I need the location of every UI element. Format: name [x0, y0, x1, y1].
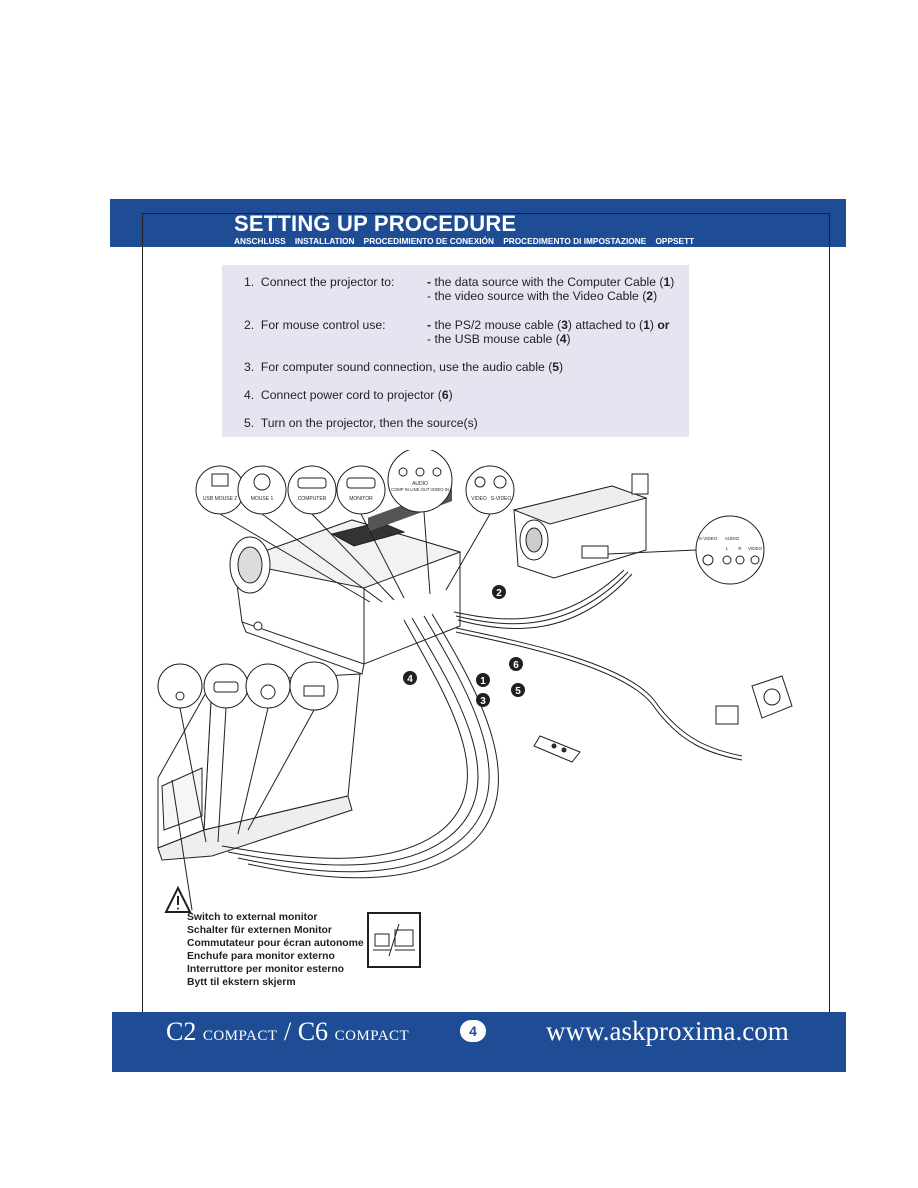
- mouse-label: MOUSE 1: [251, 496, 274, 502]
- usb-mouse-port-callout: USB MOUSE 2: [195, 465, 245, 515]
- step-1-option-b: - the video source with the Video Cable …: [427, 289, 658, 303]
- warning-line-it: Interruttore per monitor esterno: [187, 964, 345, 975]
- page-number-badge: [460, 1020, 486, 1042]
- external-monitor-switch-icon: [367, 912, 421, 968]
- callout-badges: 1 2 3 4 5 6: [403, 585, 525, 707]
- warning-line-en: Switch to external monitor: [187, 912, 318, 923]
- callout-2: 2: [496, 588, 502, 599]
- mouse-port-callout: MOUSE 1: [237, 465, 287, 515]
- warning-line-fr: Commutateur pour écran autonome: [187, 938, 364, 949]
- svideo-label: S-VIDEO: [491, 496, 512, 502]
- laptop-monitor-callout: [203, 663, 249, 843]
- laptop-usb-callout: [247, 661, 339, 831]
- camera-video-label: VIDEO: [748, 546, 763, 551]
- camera-svideo-label: S-VIDEO: [699, 536, 718, 541]
- wall-outlet-illustration: [715, 675, 793, 725]
- page-title: SETTING UP PROCEDURE: [234, 211, 517, 236]
- remote-control-illustration: [533, 735, 581, 763]
- step-1-option-a: - the data source with the Computer Cabl…: [427, 275, 675, 289]
- camcorder-port-callout: S-VIDEO AUDIO L R VIDEO: [607, 515, 765, 585]
- laptop-audio-callout: [157, 663, 207, 843]
- callout-6: 6: [513, 660, 519, 671]
- instruction-box: 1. Connect the projector to: - the data …: [222, 265, 689, 437]
- video-port-callout: VIDEO S-VIDEO: [465, 465, 515, 515]
- port-leader-lines: [219, 511, 491, 603]
- model-name: C2 COMPACT / C6 COMPACT: [166, 1017, 410, 1046]
- header-band: [110, 199, 846, 247]
- page-number: 4: [469, 1023, 477, 1039]
- laptop-illustration: [157, 673, 361, 861]
- usb-mouse-label: USB MOUSE 2: [203, 496, 237, 502]
- camera-l-label: L: [726, 546, 729, 551]
- language-subtitle: ANSCHLUSS INSTALLATION PROCEDIMIENTO DE …: [234, 236, 695, 246]
- camcorder-illustration: [512, 473, 649, 579]
- camera-audio-label: AUDIO: [725, 536, 740, 541]
- projector-illustration: [229, 487, 462, 675]
- callout-4: 4: [407, 674, 413, 685]
- warning-line-no: Bytt til ekstern skjerm: [187, 977, 296, 988]
- step-4: 4. Connect power cord to projector (6): [244, 388, 453, 402]
- audio-port-callout: AUDIO COMP IN LINE OUT VIDEO IN: [387, 450, 453, 513]
- computer-port-callout: COMPUTER: [287, 465, 337, 515]
- warning-icon: [164, 779, 193, 913]
- section-letter: B: [69, 210, 95, 251]
- video-label: VIDEO: [471, 496, 487, 502]
- step-2-option-b: - the USB mouse cable (4): [427, 332, 571, 346]
- step-2-label: 2. For mouse control use:: [244, 318, 386, 332]
- warning-line-de: Schalter für externen Monitor: [187, 925, 332, 936]
- video-cable: [453, 569, 633, 630]
- website-url: www.askproxima.com: [546, 1016, 789, 1046]
- computer-label: COMPUTER: [298, 496, 327, 502]
- callout-1: 1: [480, 676, 486, 687]
- camera-r-label: R: [738, 546, 742, 551]
- callout-5: 5: [515, 686, 521, 697]
- step-3: 3. For computer sound connection, use th…: [244, 360, 564, 374]
- audio-label: AUDIO: [412, 481, 428, 487]
- monitor-label: MONITOR: [349, 496, 373, 502]
- step-1-label: 1. Connect the projector to:: [244, 275, 395, 289]
- callout-3: 3: [480, 696, 486, 707]
- audio-sub-label: COMP IN LINE OUT VIDEO IN: [391, 487, 449, 492]
- step-5: 5. Turn on the projector, then the sourc…: [244, 416, 478, 430]
- laptop-ps2-callout: [237, 663, 291, 835]
- connection-diagram: USB MOUSE 2 MOUSE 1 COMPUTER MONITOR AUD…: [157, 450, 793, 920]
- laptop-cables: [221, 613, 500, 879]
- power-cord: [455, 627, 743, 761]
- monitor-port-callout: MONITOR: [336, 465, 386, 515]
- warning-line-es: Enchufe para monitor externo: [187, 951, 335, 962]
- step-2-option-a: - the PS/2 mouse cable (3) attached to (…: [427, 318, 670, 332]
